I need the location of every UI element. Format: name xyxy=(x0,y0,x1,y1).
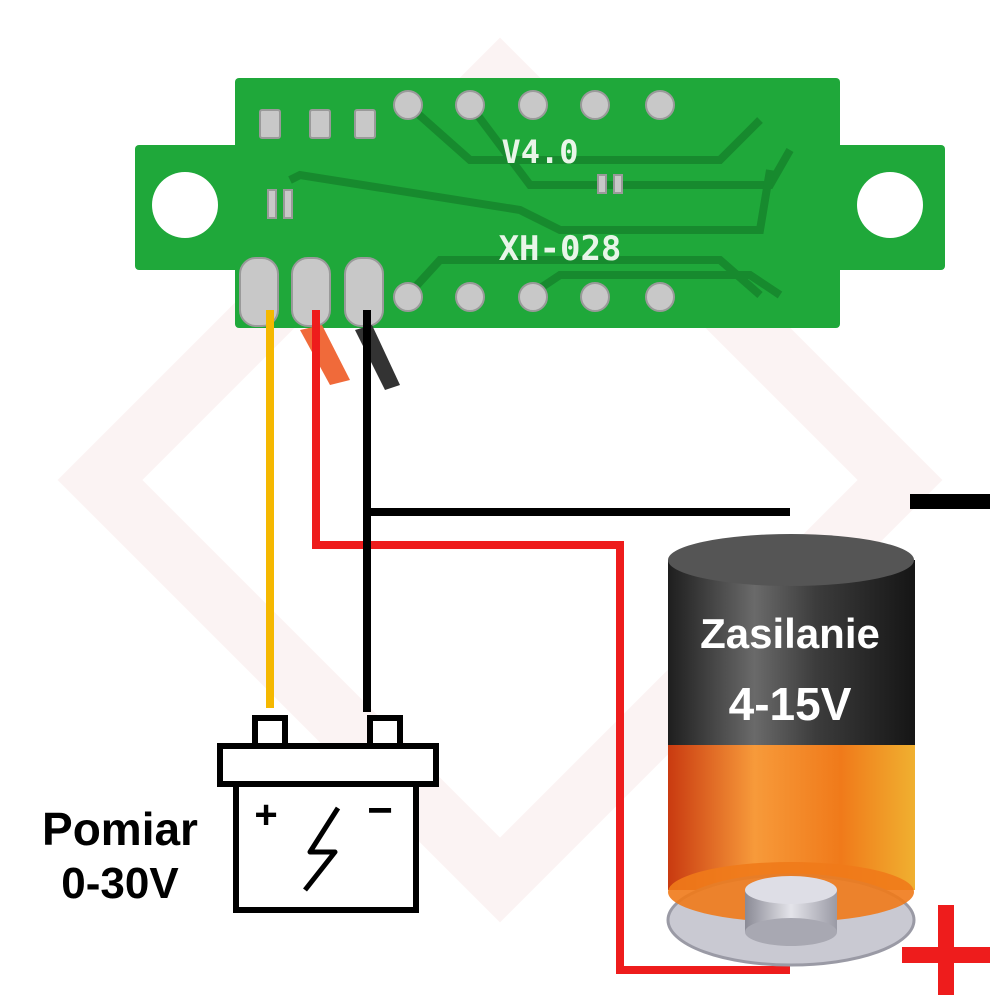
measure-label: Pomiar xyxy=(42,803,198,855)
pcb-version-label: V4.0 xyxy=(501,133,578,171)
svg-text:−: − xyxy=(0,0,1,1)
measure-range-label: 0-30V xyxy=(61,859,179,908)
pcb-model-label: XH-028 xyxy=(499,229,622,269)
supply-label: Zasilanie xyxy=(700,610,880,657)
negative-marker-icon: − xyxy=(0,0,990,509)
measured-battery-icon xyxy=(217,715,439,913)
svg-text:+: + xyxy=(0,0,1,1)
mounting-hole-right xyxy=(857,172,923,238)
supply-battery xyxy=(666,534,916,967)
wire-stub-red xyxy=(300,325,350,385)
mounting-hole-left xyxy=(152,172,218,238)
measured-battery-plus: + xyxy=(254,793,277,837)
measured-battery-minus: − xyxy=(367,786,393,835)
wire-stub-black xyxy=(355,325,400,390)
wire-positive-red xyxy=(312,310,790,974)
pcb-board: V4.0 XH-028 xyxy=(135,78,945,328)
supply-range-label: 4-15V xyxy=(729,678,852,730)
